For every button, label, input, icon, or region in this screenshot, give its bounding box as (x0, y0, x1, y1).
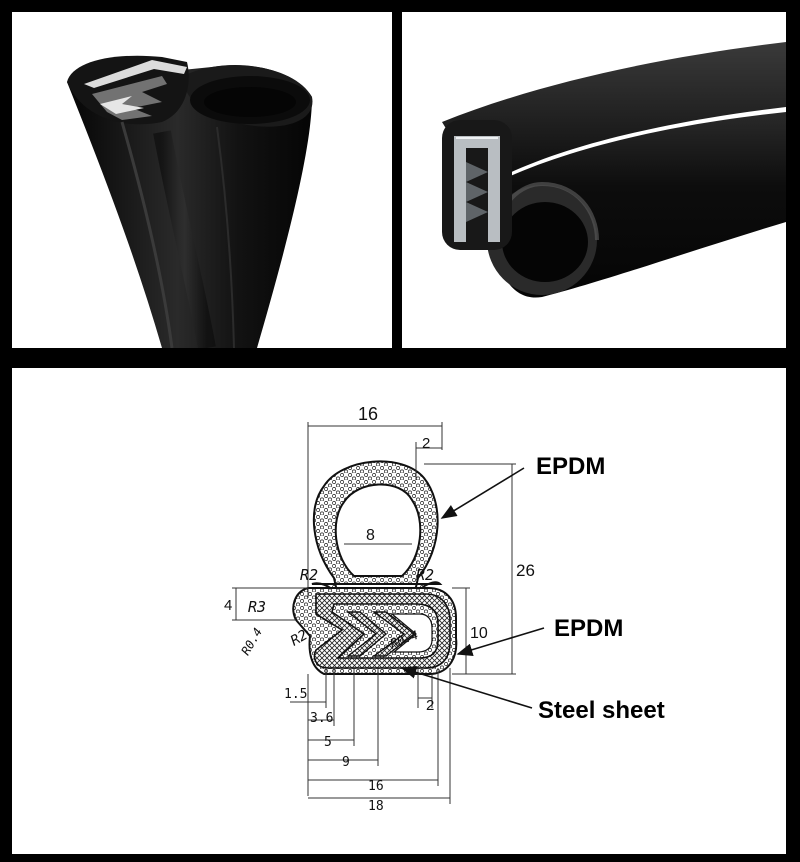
dim-height-total: 26 (516, 561, 535, 580)
callout-arrows (400, 467, 545, 709)
callout-epdm-middle: EPDM (554, 615, 623, 642)
product-photo-right (402, 12, 786, 348)
dim-width-top: 16 (358, 404, 378, 424)
dimension-lines (232, 422, 516, 804)
dim-9: 9 (342, 755, 350, 770)
dim-16: 16 (368, 779, 384, 794)
cross-section-drawing: EPDM EPDM Steel sheet 16 2 8 26 10 4 R2 … (224, 404, 665, 814)
seal-photo-front-illustration (67, 55, 313, 348)
dim-radius-r04-left: R0.4 (238, 625, 265, 657)
dim-height-clip: 10 (470, 625, 488, 642)
dim-radius-right: R2 (416, 566, 434, 584)
dim-radius-r3: R3 (248, 598, 266, 616)
dim-wall: 2 (422, 435, 430, 452)
callout-epdm-top: EPDM (536, 453, 605, 480)
seal-photo-side-illustration (442, 42, 786, 298)
dim-5: 5 (324, 735, 332, 750)
callout-steel-sheet: Steel sheet (538, 697, 665, 724)
cross-section-diagram: EPDM EPDM Steel sheet 16 2 8 26 10 4 R2 … (12, 368, 786, 854)
dim-radius-inner: R2 (288, 627, 311, 649)
dim-3-6: 3.6 (310, 711, 333, 726)
dim-bulb-inner: 8 (366, 527, 375, 544)
dim-1-5: 1.5 (284, 687, 307, 702)
dim-radius-left: R2 (300, 566, 318, 584)
product-photo-left (12, 12, 392, 348)
dim-18: 18 (368, 799, 384, 814)
dim-gap-bottom: 2 (426, 697, 434, 714)
dim-left-height: 4 (224, 597, 232, 614)
